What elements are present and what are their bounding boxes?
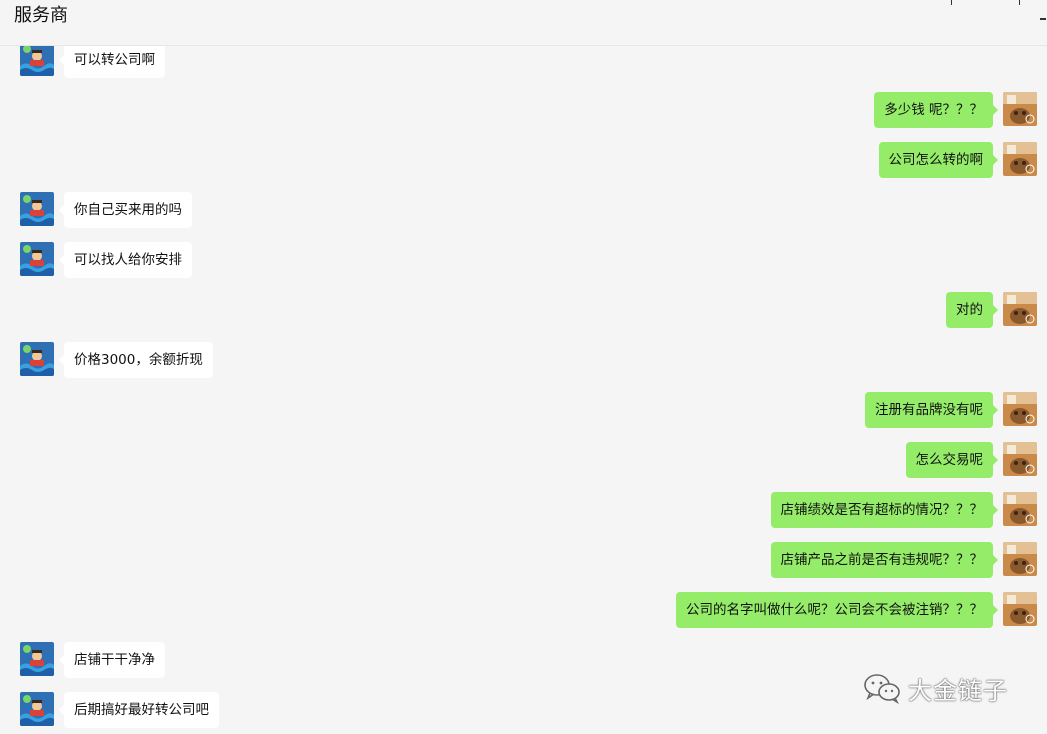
wechat-icon bbox=[862, 672, 902, 704]
user-avatar[interactable] bbox=[1003, 592, 1037, 626]
user-avatar[interactable] bbox=[1003, 292, 1037, 326]
message-bubble-outgoing[interactable]: 店铺绩效是否有超标的情况？？？ bbox=[770, 492, 998, 528]
contact-avatar[interactable] bbox=[20, 242, 54, 276]
user-avatar[interactable] bbox=[1003, 442, 1037, 476]
message-bubble-outgoing[interactable]: 公司的名字叫做什么呢？公司会不会被注销？？？ bbox=[676, 592, 998, 628]
window-control-divider bbox=[1019, 0, 1020, 5]
window-control-divider bbox=[951, 0, 952, 5]
contact-avatar[interactable] bbox=[20, 692, 54, 726]
user-avatar[interactable] bbox=[1003, 542, 1037, 576]
message-bubble-outgoing[interactable]: 注册有品牌没有呢 bbox=[865, 392, 998, 428]
message-bubble-outgoing[interactable]: 公司怎么转的啊 bbox=[878, 142, 998, 178]
contact-avatar[interactable] bbox=[20, 192, 54, 226]
message-bubble-outgoing[interactable]: 怎么交易呢 bbox=[905, 442, 998, 478]
message-bubble-outgoing[interactable]: 多少钱 呢？？？ bbox=[874, 92, 998, 128]
message-bubble-incoming[interactable]: 可以转公司啊 bbox=[59, 46, 165, 78]
contact-avatar[interactable] bbox=[20, 642, 54, 676]
message-bubble-incoming[interactable]: 价格3000，余额折现 bbox=[59, 342, 213, 378]
chat-title: 服务商 bbox=[14, 5, 68, 26]
user-avatar[interactable] bbox=[1003, 492, 1037, 526]
contact-avatar[interactable] bbox=[20, 342, 54, 376]
message-bubble-incoming[interactable]: 店铺干干净净 bbox=[59, 642, 165, 678]
chat-header: 服务商 bbox=[0, 0, 1047, 46]
contact-avatar[interactable] bbox=[20, 46, 54, 76]
message-bubble-incoming[interactable]: 你自己买来用的吗 bbox=[59, 192, 192, 228]
message-bubble-incoming[interactable]: 后期搞好最好转公司吧 bbox=[59, 692, 219, 728]
message-bubble-outgoing[interactable]: 对的 bbox=[946, 292, 998, 328]
user-avatar[interactable] bbox=[1003, 142, 1037, 176]
user-avatar[interactable] bbox=[1003, 392, 1037, 426]
user-avatar[interactable] bbox=[1003, 92, 1037, 126]
message-bubble-outgoing[interactable]: 店铺产品之前是否有违规呢？？？ bbox=[770, 542, 998, 578]
message-bubble-incoming[interactable]: 可以找人给你安排 bbox=[59, 242, 192, 278]
watermark: 大金链子 bbox=[862, 670, 1008, 706]
chat-message-list[interactable]: 可以转公司啊 多少钱 呢？？？ 公司怎么转的啊 你自己买来用的吗 可以找人给你安… bbox=[0, 46, 1047, 734]
watermark-text: 大金链子 bbox=[908, 676, 1008, 705]
more-icon[interactable] bbox=[1040, 18, 1046, 20]
